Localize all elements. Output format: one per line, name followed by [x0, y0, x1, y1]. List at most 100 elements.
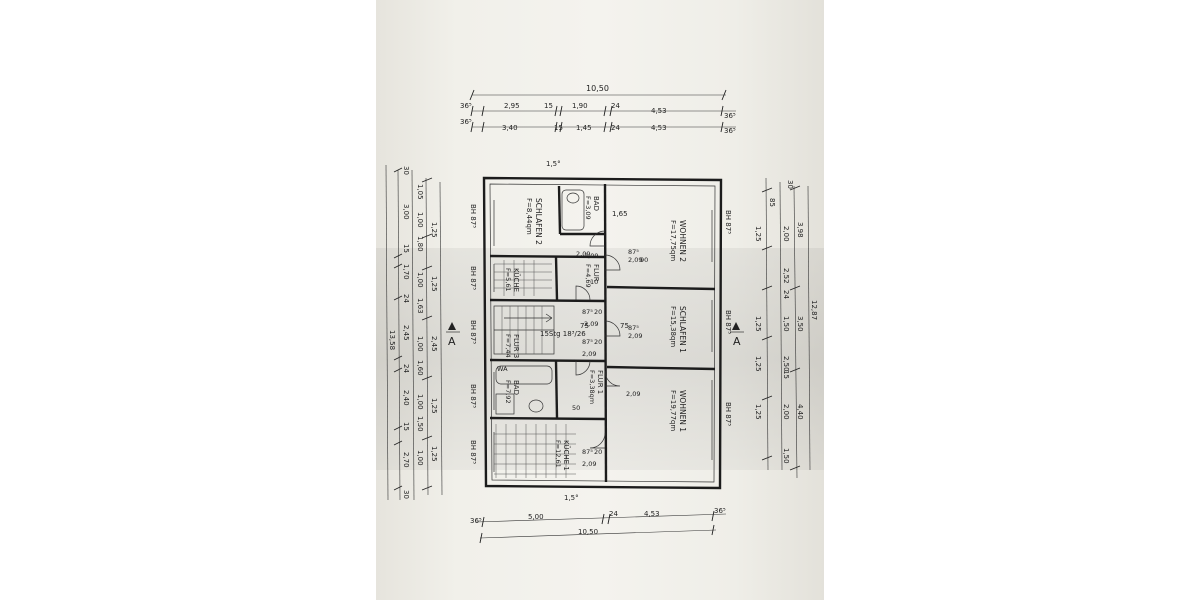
dim-top-r2-5: 4,53 — [651, 124, 667, 132]
dim-left-m3: 1,00 — [416, 272, 424, 288]
door-swings — [575, 230, 621, 449]
floor-plan-drawing: 10,50 36⁵ 2,95 15 1,90 24 4,53 36⁵ 36⁵ — [385, 84, 818, 544]
dim-bottom-r1-3: 4,53 — [644, 510, 660, 518]
section-marker-right: A — [730, 322, 744, 348]
dim-left-i0: 1,25 — [430, 222, 438, 238]
room-bad1-name: BAD — [512, 380, 520, 395]
dim-right-i2: 1,25 — [754, 356, 762, 372]
misc-dim-3: 75 — [580, 322, 589, 330]
dim-left-o4: 24 — [402, 294, 410, 303]
dim-top-r1-3: 1,90 — [572, 102, 588, 110]
dim-right-m0: 85 — [768, 198, 776, 207]
room-bad2-name: BAD — [592, 196, 600, 211]
dim-bottom-total: 10,50 — [578, 528, 598, 536]
dim-left-m2: 1,80 — [416, 236, 424, 252]
dim-left-m9: 1,00 — [416, 450, 424, 466]
dim-top-total: 10,50 — [586, 84, 609, 93]
room-kueche1-name: KÜCHE 1 — [562, 440, 571, 471]
dim-left-o7: 2,40 — [402, 390, 410, 406]
room-labels: SCHLAFEN 2 F=8,44qm BAD F=3,09 WOHNEN 2 … — [504, 196, 687, 471]
section-label-left: A — [448, 335, 456, 348]
door-w-4: 87⁵ — [628, 324, 639, 332]
dim-top-r2-0: 36⁵ — [460, 118, 472, 126]
misc-dim-7: 20 — [594, 338, 602, 346]
room-kueche-name: KÜCHE — [512, 268, 521, 292]
dim-left-o2: 15 — [402, 244, 410, 253]
dim-top-r1-1: 2,95 — [504, 102, 520, 110]
dim-left-m7: 1,00 — [416, 394, 424, 410]
dim-top-r2-1: 3,40 — [502, 124, 518, 132]
dim-left-m8: 1,50 — [416, 416, 424, 432]
room-kueche1-area: F=12,61 — [554, 440, 562, 468]
dim-top-r1-2: 15 — [544, 102, 553, 110]
dim-right-total: 12,87 — [810, 300, 818, 320]
room-kueche-area: F=5,61 — [504, 268, 512, 292]
bh-label-8: BH 87⁵ — [724, 402, 732, 426]
room-flur1-name: FLUR 1 — [596, 370, 604, 394]
bh-label-6: BH 87⁵ — [724, 210, 732, 234]
room-wohnen1-name: WOHNEN 1 — [678, 390, 687, 432]
dim-left-o9: 2,70 — [402, 452, 410, 468]
room-wohnen2-name: WOHNEN 2 — [678, 220, 687, 262]
dim-top-r2-6: 36⁵ — [724, 127, 736, 135]
misc-annotations: 15Stg 18³/26 WA 1,5° 1,5° 1,65 75 75 2,0… — [497, 160, 648, 502]
dim-right-m6: 15 — [782, 370, 790, 379]
door-h-6: 2,09 — [626, 390, 640, 398]
dim-left-m1: 1,00 — [416, 212, 424, 228]
dim-top-r1-6: 36⁵ — [724, 112, 736, 120]
top-dimension-chain: 10,50 36⁵ 2,95 15 1,90 24 4,53 36⁵ 36⁵ — [460, 84, 736, 135]
door-h-5: 2,09 — [582, 350, 596, 358]
door-w-5: 87⁵ — [628, 248, 639, 256]
bath-fixtures — [495, 189, 585, 415]
dim-bottom-r1-4: 36⁵ — [714, 507, 726, 515]
stair-label: 15Stg 18³/26 — [540, 330, 586, 338]
dim-top-r1-5: 4,53 — [651, 107, 667, 115]
dim-left-o0: 30 — [402, 166, 410, 175]
dim-top-r1-0: 36⁵ — [460, 102, 472, 110]
door-h-1: 2,09 — [584, 252, 598, 260]
bh-labels: BH 87⁵ BH 87⁵ BH 87⁵ BH 87⁵ BH 87⁵ BH 87… — [469, 204, 732, 464]
right-dimension-chain: 30 3,98 3,50 4,40 12,87 85 2,00 2,52 24 … — [754, 177, 818, 479]
misc-dim-5: 10 — [590, 278, 598, 286]
room-flur1-area: F=3,38qm — [588, 370, 596, 404]
staircase — [493, 305, 555, 355]
dim-bottom-r1-1: 5,00 — [528, 513, 544, 521]
dim-right-o2: 3,50 — [796, 316, 804, 332]
room-schlafen1-area: F=15,38qm — [669, 306, 677, 347]
dim-left-i3: 1,25 — [430, 398, 438, 414]
dim-top-r1-4: 24 — [611, 102, 620, 110]
bh-label-7: BH 87⁵ — [724, 310, 732, 334]
dim-right-i0: 1,25 — [754, 226, 762, 242]
angle-label-top: 1,5° — [546, 160, 561, 168]
dim-left-m0: 1,05 — [416, 184, 424, 200]
section-marker-left: A — [446, 322, 460, 348]
misc-dim-9: 50 — [572, 404, 580, 412]
door-h-7: 2,09 — [582, 460, 596, 468]
dim-right-o3: 4,40 — [796, 404, 804, 420]
dim-left-total: 13,58 — [388, 330, 396, 350]
room-bad1-area: F=7,92 — [504, 380, 512, 404]
dim-left-i1: 1,25 — [430, 276, 438, 292]
door-h-3: 2,09 — [584, 320, 598, 328]
section-label-right: A — [733, 335, 741, 348]
bh-label-3: BH 87⁵ — [469, 320, 477, 344]
bh-label-2: BH 87⁵ — [469, 266, 477, 290]
dim-right-m8: 1,50 — [782, 448, 790, 464]
dim-left-o6: 24 — [402, 364, 410, 373]
room-schlafen2-name: SCHLAFEN 2 — [534, 198, 543, 245]
bh-label-4: BH 87⁵ — [469, 384, 477, 408]
dim-right-m5: 2,50 — [782, 356, 790, 372]
paper-fold-shadow — [376, 248, 824, 470]
misc-dim-10: 2,09 — [576, 250, 590, 258]
door-h-4: 2,09 — [628, 332, 642, 340]
angle-label-bottom: 1,5° — [564, 494, 579, 502]
door-w-3: 87⁵ — [582, 448, 593, 456]
dim-right-o0: 30 — [786, 180, 794, 189]
bottom-dimension-chain: 36⁵ 5,00 24 4,53 36⁵ 10,50 — [470, 507, 727, 544]
room-bad2-area: F=3,09 — [584, 196, 592, 220]
dim-top-r2-2: 15 — [554, 124, 563, 132]
dim-right-i1: 1,25 — [754, 316, 762, 332]
misc-dim-8: 20 — [594, 448, 602, 456]
dim-top-r2-3: 1,45 — [576, 124, 592, 132]
room-schlafen2-area: F=8,44qm — [525, 198, 533, 235]
